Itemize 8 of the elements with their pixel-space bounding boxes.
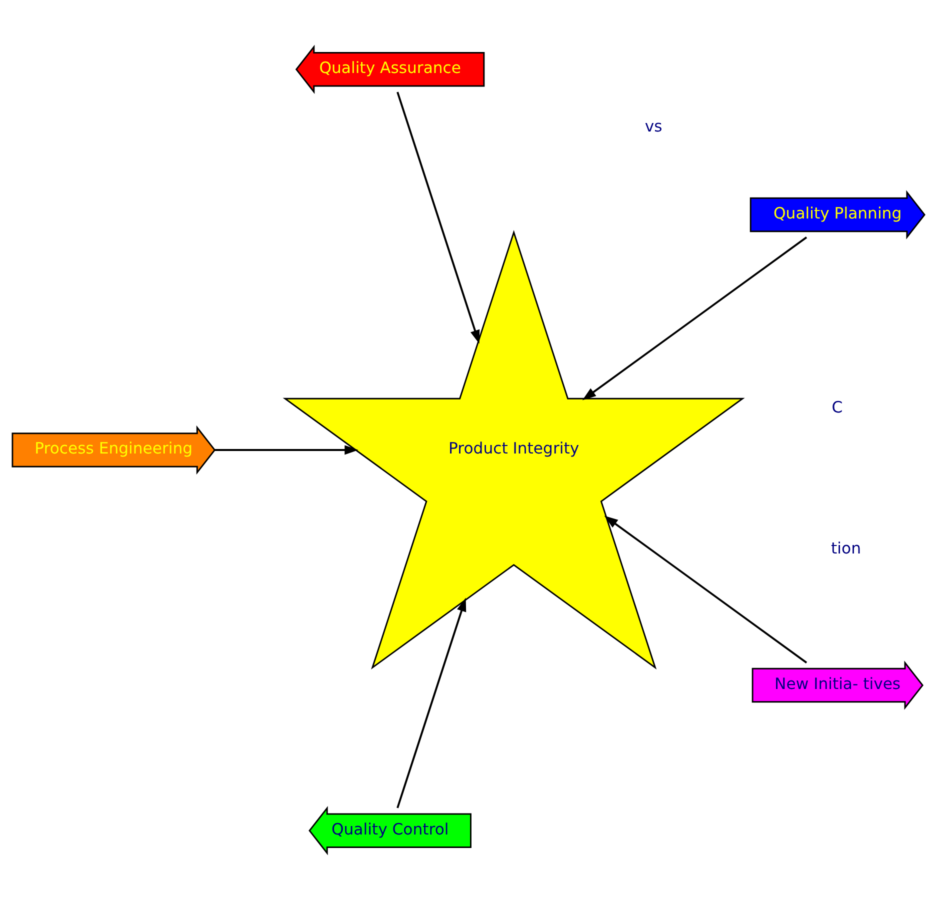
arrow [604, 515, 808, 663]
label: tion [831, 538, 862, 557]
label: C [832, 397, 843, 416]
arrow [214, 444, 358, 454]
arrow [396, 91, 480, 344]
arrow [396, 597, 466, 808]
arrow [582, 236, 808, 400]
label: vs [644, 116, 662, 135]
